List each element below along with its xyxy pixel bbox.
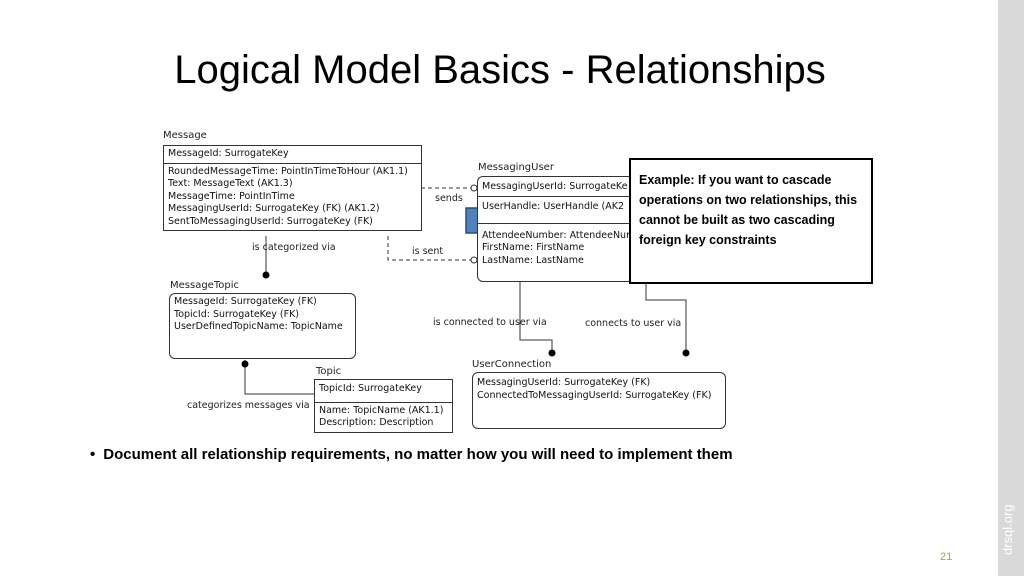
is-connected-to-user-via-label: is connected to user via	[433, 317, 547, 328]
messaging-user-key-row: MessagingUserId: SurrogateKe	[482, 181, 628, 192]
messaging-user-entity: MessagingUserId: SurrogateKe UserHandle:…	[477, 176, 634, 282]
slide-title: Logical Model Basics - Relationships	[174, 48, 826, 92]
sends-label: sends	[435, 193, 463, 204]
message-attr-row: SentToMessagingUserId: SurrogateKey (FK)	[168, 215, 373, 227]
page-number: 21	[940, 551, 953, 563]
messaging-user-attr-row: LastName: LastName	[482, 254, 584, 266]
message-topic-key-row: MessageId: SurrogateKey (FK)	[174, 296, 317, 307]
is-connected-line-end	[548, 349, 556, 357]
message-topic-key-row: UserDefinedTopicName: TopicName	[174, 321, 343, 332]
messaging-user-attr-row: AttendeeNumber: AttendeeNur	[482, 229, 630, 241]
bullet-dot: •	[90, 446, 96, 463]
sidebar-site-text: drsql.org	[1000, 504, 1015, 556]
is-sent-label: is sent	[412, 246, 444, 257]
message-topic-key-section: MessageId: SurrogateKey (FK) TopicId: Su…	[170, 294, 355, 336]
message-attr-row: MessagingUserId: SurrogateKey (FK) (AK1.…	[168, 203, 380, 214]
is-categorized-line-end	[262, 271, 270, 279]
message-topic-key-row: TopicId: SurrogateKey (FK)	[174, 308, 300, 320]
topic-attr-row: Description: Description	[319, 417, 434, 428]
messaging-user-alt-row: UserHandle: UserHandle (AK2	[482, 200, 625, 212]
user-connection-key-row: MessagingUserId: SurrogateKey (FK)	[477, 377, 651, 388]
user-connection-key-row: ConnectedToMessagingUserId: SurrogateKey…	[477, 389, 712, 401]
messaging-user-attr-row: FirstName: FirstName	[482, 242, 585, 253]
messaging-user-alt-section: UserHandle: UserHandle (AK2	[478, 197, 633, 224]
is-categorized-via-label: is categorized via	[252, 242, 336, 253]
categorizes-line-end	[241, 360, 249, 368]
messaging-user-attr-section: AttendeeNumber: AttendeeNur FirstName: F…	[478, 224, 633, 270]
messaging-user-key-section: MessagingUserId: SurrogateKe	[478, 177, 633, 197]
topic-key-row: TopicId: SurrogateKey	[319, 383, 422, 394]
topic-attr-section: Name: TopicName (AK1.1) Description: Des…	[315, 403, 452, 432]
bullet-point: • Document all relationship requirements,…	[90, 446, 733, 463]
topic-key-section: TopicId: SurrogateKey	[315, 380, 452, 403]
topic-entity-label: Topic	[316, 366, 342, 377]
message-topic-entity: MessageId: SurrogateKey (FK) TopicId: Su…	[169, 293, 356, 359]
user-connection-key-section: MessagingUserId: SurrogateKey (FK) Conne…	[473, 373, 725, 407]
user-connection-entity: MessagingUserId: SurrogateKey (FK) Conne…	[472, 372, 726, 429]
topic-entity: TopicId: SurrogateKey Name: TopicName (A…	[314, 379, 453, 433]
connects-to-user-via-label: connects to user via	[585, 318, 682, 329]
is-connected-line	[519, 282, 553, 352]
topic-attr-row: Name: TopicName (AK1.1)	[319, 404, 444, 416]
message-attr-section: RoundedMessageTime: PointInTimeToHour (A…	[164, 164, 421, 231]
message-attr-row: Text: MessageText (AK1.3)	[168, 178, 293, 189]
callout-box: Example: If you want to cascade operatio…	[629, 158, 873, 284]
messaging-user-entity-label: MessagingUser	[478, 162, 554, 173]
message-attr-row: RoundedMessageTime: PointInTimeToHour (A…	[168, 165, 408, 177]
connects-line	[645, 282, 687, 352]
message-entity: MessageId: SurrogateKey RoundedMessageTi…	[163, 145, 422, 231]
user-connection-entity-label: UserConnection	[472, 359, 552, 370]
message-attr-row: MessageTime: PointInTime	[168, 190, 295, 202]
message-topic-entity-label: MessageTopic	[170, 280, 239, 291]
message-key-section: MessageId: SurrogateKey	[164, 146, 421, 164]
categorizes-messages-via-label: categorizes messages via	[187, 400, 310, 411]
message-entity-label: Message	[163, 130, 207, 141]
sidebar-strip	[998, 0, 1024, 576]
relationship-lines	[241, 184, 690, 395]
bullet-text: Document all relationship requirements, …	[103, 446, 733, 463]
is-sent-line	[387, 236, 477, 261]
categorizes-line	[244, 360, 314, 395]
connects-line-end	[682, 349, 690, 357]
message-key-row: MessageId: SurrogateKey	[168, 148, 289, 159]
